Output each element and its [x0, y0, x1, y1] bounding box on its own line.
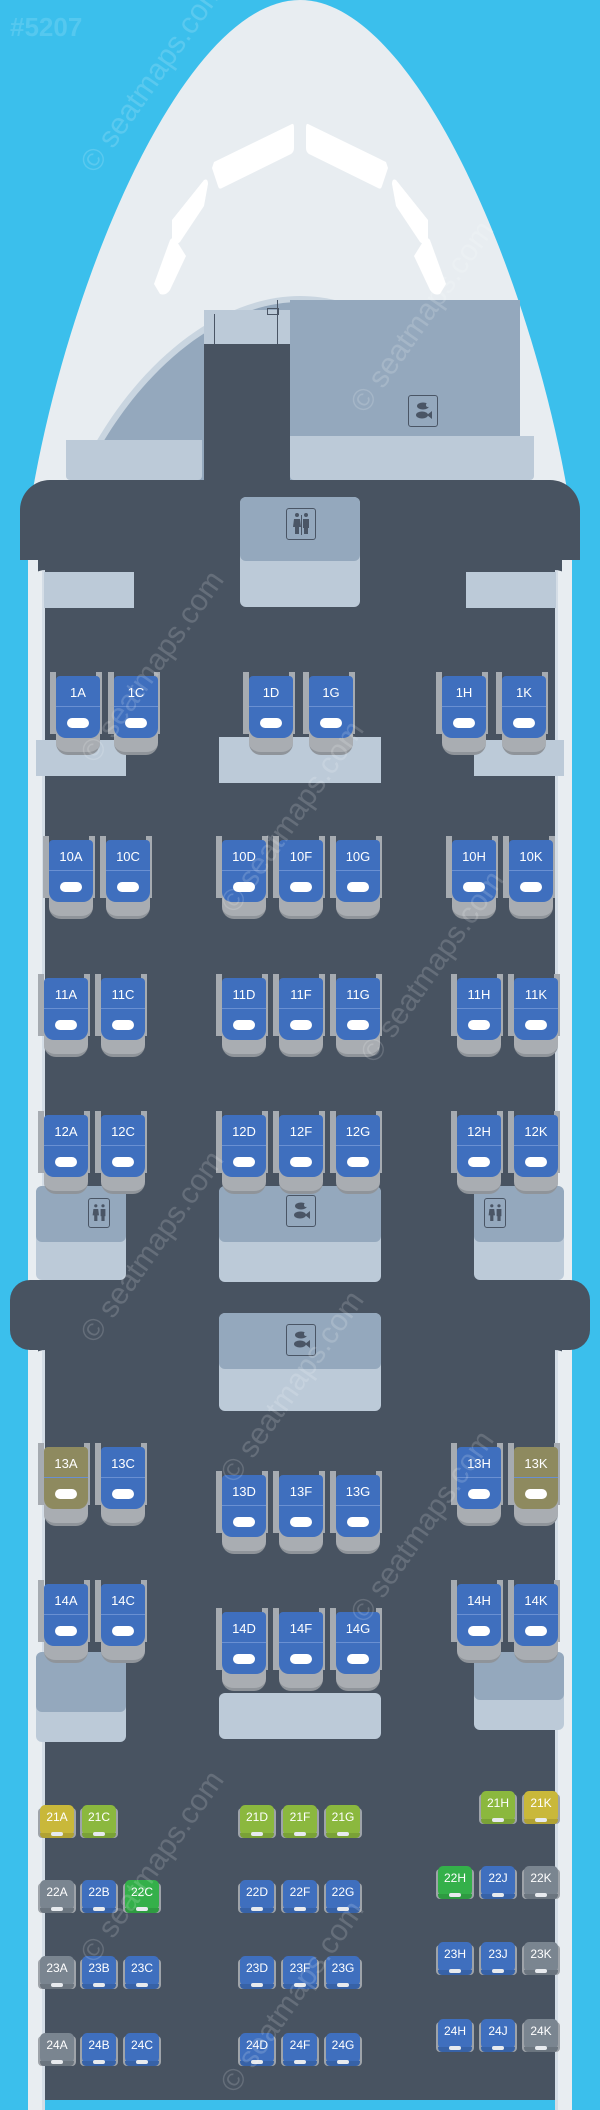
seat-10A[interactable]: 10A [43, 836, 95, 919]
seat-14D[interactable]: 14D [216, 1608, 268, 1691]
seat-13K[interactable]: 13K [508, 1443, 560, 1526]
seat-21F[interactable]: 21F [281, 1805, 319, 1839]
seat-23F[interactable]: 23F [281, 1956, 319, 1990]
seat-23H[interactable]: 23H [436, 1942, 474, 1976]
seat-12G[interactable]: 12G [330, 1111, 382, 1194]
front-right-panel [466, 572, 556, 608]
seat-23K[interactable]: 23K [522, 1942, 560, 1976]
row14-center-console [219, 1693, 381, 1739]
seat-24D[interactable]: 24D [238, 2033, 276, 2067]
seat-12K[interactable]: 12K [508, 1111, 560, 1194]
seat-13C[interactable]: 13C [95, 1443, 147, 1526]
seat-24G[interactable]: 24G [324, 2033, 362, 2067]
seat-22H[interactable]: 22H [436, 1866, 474, 1900]
seat-11C[interactable]: 11C [95, 974, 147, 1057]
cockpit-door-area [204, 310, 290, 346]
seat-10F[interactable]: 10F [273, 836, 325, 919]
right-wall-aft [555, 1350, 572, 2110]
seat-23B[interactable]: 23B [80, 1956, 118, 1990]
seat-1G[interactable]: 1G [303, 672, 355, 755]
galley-icon [286, 1324, 316, 1356]
seat-11K[interactable]: 11K [508, 974, 560, 1057]
seat-10G[interactable]: 10G [330, 836, 382, 919]
lavatory-icon [484, 1198, 506, 1228]
seat-24C[interactable]: 24C [123, 2033, 161, 2067]
seat-23D[interactable]: 23D [238, 1956, 276, 1990]
seat-1A[interactable]: 1A [50, 672, 102, 755]
lavatory-icon [286, 508, 316, 540]
seat-21A[interactable]: 21A [38, 1805, 76, 1839]
seat-12H[interactable]: 12H [451, 1111, 503, 1194]
seat-10H[interactable]: 10H [446, 836, 498, 919]
seat-22A[interactable]: 22A [38, 1880, 76, 1914]
seat-11A[interactable]: 11A [38, 974, 90, 1057]
seat-14K[interactable]: 14K [508, 1580, 560, 1663]
seat-14A[interactable]: 14A [38, 1580, 90, 1663]
seat-12C[interactable]: 12C [95, 1111, 147, 1194]
front-galley-left-counter [66, 440, 202, 480]
seat-12F[interactable]: 12F [273, 1111, 325, 1194]
front-left-panel [44, 572, 134, 608]
seat-14G[interactable]: 14G [330, 1608, 382, 1691]
seat-23G[interactable]: 23G [324, 1956, 362, 1990]
seat-23C[interactable]: 23C [123, 1956, 161, 1990]
seat-21G[interactable]: 21G [324, 1805, 362, 1839]
front-aisle [204, 344, 290, 484]
cockpit-windows-icon [154, 123, 446, 295]
seat-21K[interactable]: 21K [522, 1791, 560, 1825]
seat-24A[interactable]: 24A [38, 2033, 76, 2067]
front-galley-right-counter [290, 436, 534, 480]
seat-22C[interactable]: 22C [123, 1880, 161, 1914]
seat-22D[interactable]: 22D [238, 1880, 276, 1914]
galley-icon [408, 395, 438, 427]
seat-21D[interactable]: 21D [238, 1805, 276, 1839]
seat-23A[interactable]: 23A [38, 1956, 76, 1990]
seat-14H[interactable]: 14H [451, 1580, 503, 1663]
seat-21H[interactable]: 21H [479, 1791, 517, 1825]
seat-1K[interactable]: 1K [496, 672, 548, 755]
seat-14C[interactable]: 14C [95, 1580, 147, 1663]
lavatory-icon [88, 1198, 110, 1228]
seat-13H[interactable]: 13H [451, 1443, 503, 1526]
seat-13A[interactable]: 13A [38, 1443, 90, 1526]
row1-center-console [219, 737, 381, 783]
seat-10D[interactable]: 10D [216, 836, 268, 919]
seat-10K[interactable]: 10K [503, 836, 555, 919]
map-id-label: #5207 [10, 12, 83, 42]
seat-24K[interactable]: 24K [522, 2019, 560, 2053]
seat-12A[interactable]: 12A [38, 1111, 90, 1194]
seat-1C[interactable]: 1C [108, 672, 160, 755]
seat-22G[interactable]: 22G [324, 1880, 362, 1914]
seat-23J[interactable]: 23J [479, 1942, 517, 1976]
seat-11F[interactable]: 11F [273, 974, 325, 1057]
seat-12D[interactable]: 12D [216, 1111, 268, 1194]
seat-13G[interactable]: 13G [330, 1471, 382, 1554]
seat-21C[interactable]: 21C [80, 1805, 118, 1839]
seat-22B[interactable]: 22B [80, 1880, 118, 1914]
seat-22J[interactable]: 22J [479, 1866, 517, 1900]
seat-22F[interactable]: 22F [281, 1880, 319, 1914]
seat-11G[interactable]: 11G [330, 974, 382, 1057]
seat-24J[interactable]: 24J [479, 2019, 517, 2053]
seat-13D[interactable]: 13D [216, 1471, 268, 1554]
seat-24F[interactable]: 24F [281, 2033, 319, 2067]
seat-11H[interactable]: 11H [451, 974, 503, 1057]
seat-10C[interactable]: 10C [100, 836, 152, 919]
front-galley-right [290, 300, 520, 440]
seat-1H[interactable]: 1H [436, 672, 488, 755]
seat-14F[interactable]: 14F [273, 1608, 325, 1691]
seat-1D[interactable]: 1D [243, 672, 295, 755]
seat-24H[interactable]: 24H [436, 2019, 474, 2053]
seat-11D[interactable]: 11D [216, 974, 268, 1057]
seat-24B[interactable]: 24B [80, 2033, 118, 2067]
seat-22K[interactable]: 22K [522, 1866, 560, 1900]
galley-icon [286, 1195, 316, 1227]
seat-13F[interactable]: 13F [273, 1471, 325, 1554]
